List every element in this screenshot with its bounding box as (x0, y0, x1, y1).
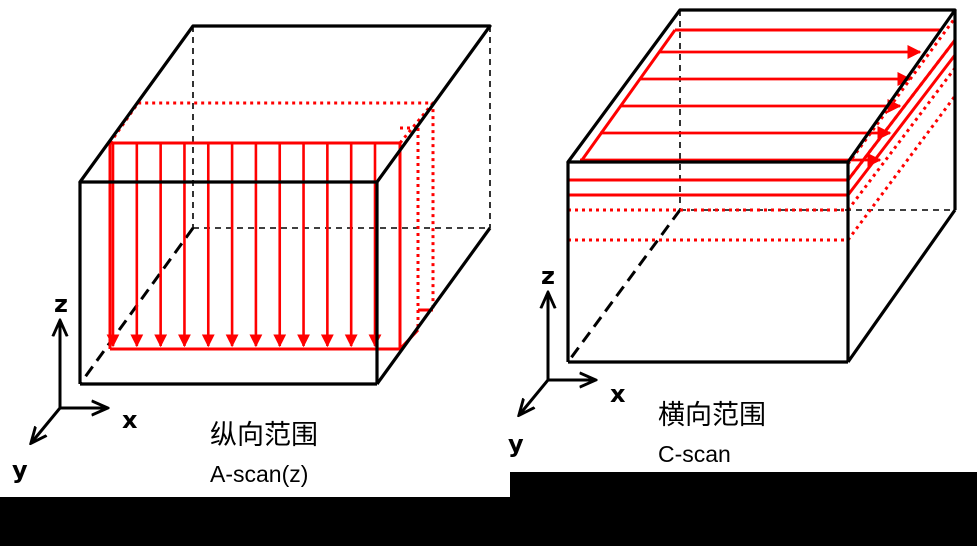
bottom-black-band-left (0, 497, 510, 546)
a-scan-dotted-projection (108, 101, 435, 330)
a-axis-x-label: x (122, 406, 138, 434)
c-axis-x-label: x (610, 380, 626, 408)
a-scan-caption-cn: 纵向范围 (210, 420, 318, 451)
c-cube-edges (566, 8, 957, 364)
a-axis-y-label: y (12, 456, 28, 484)
a-scan-caption-en: A-scan(z) (210, 461, 308, 487)
a-scan-cube (78, 24, 492, 386)
a-axis-z-label: z (54, 290, 68, 318)
c-scan-caption-cn: 横向范围 (658, 400, 766, 431)
c-scan-frame (568, 28, 957, 197)
a-cube-edges (78, 24, 492, 386)
a-cube-hidden-edges (78, 26, 490, 385)
bottom-black-band-right (510, 472, 977, 546)
a-scan-arrows (106, 143, 382, 348)
c-scan-caption-en: C-scan (658, 441, 731, 467)
c-cube-hidden-edges (566, 10, 955, 363)
c-axis-y-label: y (508, 430, 524, 458)
c-scan-arrows (580, 45, 922, 167)
c-scan-cube (566, 8, 957, 364)
c-axes (520, 294, 594, 414)
a-axes (32, 322, 106, 442)
c-axis-z-label: z (541, 262, 555, 290)
